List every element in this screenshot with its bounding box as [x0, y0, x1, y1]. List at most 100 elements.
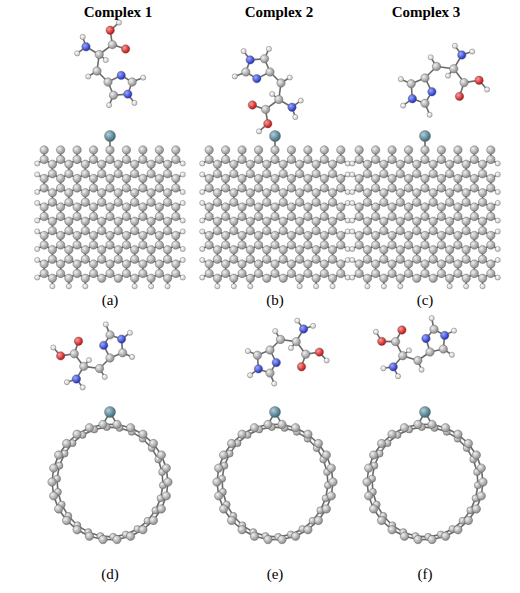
atom	[279, 255, 287, 263]
atom	[272, 381, 277, 386]
atom	[304, 269, 312, 277]
atom	[413, 189, 421, 197]
atom	[429, 246, 437, 254]
atom	[388, 241, 396, 249]
atom	[380, 255, 388, 263]
atom	[89, 184, 97, 192]
atom	[271, 146, 279, 154]
atom	[437, 155, 445, 163]
atom	[421, 146, 429, 154]
atom	[104, 78, 112, 86]
atom	[400, 424, 408, 432]
atom	[327, 492, 335, 500]
atom	[266, 46, 271, 51]
atom	[419, 367, 424, 372]
atom	[246, 160, 254, 168]
atom	[163, 217, 171, 225]
atom	[297, 363, 305, 371]
atom	[180, 229, 185, 234]
atom	[73, 146, 81, 154]
atom	[295, 227, 303, 235]
panel-title: Complex 3	[392, 4, 461, 21]
atom	[295, 274, 303, 282]
atom	[291, 532, 299, 540]
atom	[271, 269, 279, 277]
atom	[40, 241, 48, 249]
atom	[80, 385, 85, 390]
atom	[264, 535, 272, 543]
atom	[432, 62, 440, 70]
atom	[155, 212, 163, 220]
atom	[328, 160, 336, 168]
atom	[439, 345, 447, 353]
atom	[396, 217, 404, 225]
atom	[328, 217, 336, 225]
atom	[312, 227, 320, 235]
atom	[279, 227, 287, 235]
atom	[103, 57, 108, 62]
atom	[230, 255, 238, 263]
atom	[275, 95, 283, 103]
atom	[279, 160, 287, 168]
atom	[388, 260, 396, 268]
atom	[364, 492, 372, 500]
atom	[73, 155, 81, 163]
atom	[98, 217, 106, 225]
atom	[455, 92, 463, 100]
atom	[62, 516, 70, 524]
atom	[221, 146, 229, 154]
atom	[312, 160, 320, 168]
atom	[413, 255, 421, 263]
atom	[428, 535, 436, 543]
atom	[421, 184, 429, 192]
atom	[65, 189, 73, 197]
atom	[478, 227, 486, 235]
atom	[421, 212, 429, 220]
atom	[445, 189, 453, 197]
atom	[320, 203, 328, 211]
atom	[81, 246, 89, 254]
atom	[200, 172, 205, 177]
atom	[263, 189, 271, 197]
atom	[414, 535, 422, 543]
atom	[172, 155, 180, 163]
atom	[426, 348, 434, 356]
atom	[396, 227, 404, 235]
atom	[420, 131, 431, 142]
atom	[89, 269, 97, 277]
atom	[48, 198, 56, 206]
atom	[380, 189, 388, 197]
atom	[95, 364, 103, 372]
atom	[200, 257, 205, 262]
atom	[263, 227, 271, 235]
atom	[139, 241, 147, 249]
atom	[70, 350, 78, 358]
atom	[413, 217, 421, 225]
atom	[65, 246, 73, 254]
atom	[200, 246, 205, 251]
atom	[117, 71, 125, 79]
atom	[350, 246, 355, 251]
atom	[106, 231, 114, 239]
atom	[103, 322, 108, 327]
atom	[85, 424, 93, 432]
atom	[132, 100, 137, 105]
atom	[371, 184, 379, 192]
histidine-molecule	[373, 316, 456, 379]
atom	[65, 217, 73, 225]
atom	[230, 189, 238, 197]
atom	[172, 212, 180, 220]
atom	[380, 198, 388, 206]
atom	[304, 260, 312, 268]
atom	[297, 284, 302, 289]
atom	[172, 260, 180, 268]
atom	[107, 103, 112, 108]
atom	[355, 260, 363, 268]
atom	[180, 172, 185, 177]
atom	[122, 231, 130, 239]
atom	[155, 231, 163, 239]
atom	[454, 241, 462, 249]
atom	[40, 269, 48, 277]
atom	[205, 174, 213, 182]
atom	[320, 231, 328, 239]
